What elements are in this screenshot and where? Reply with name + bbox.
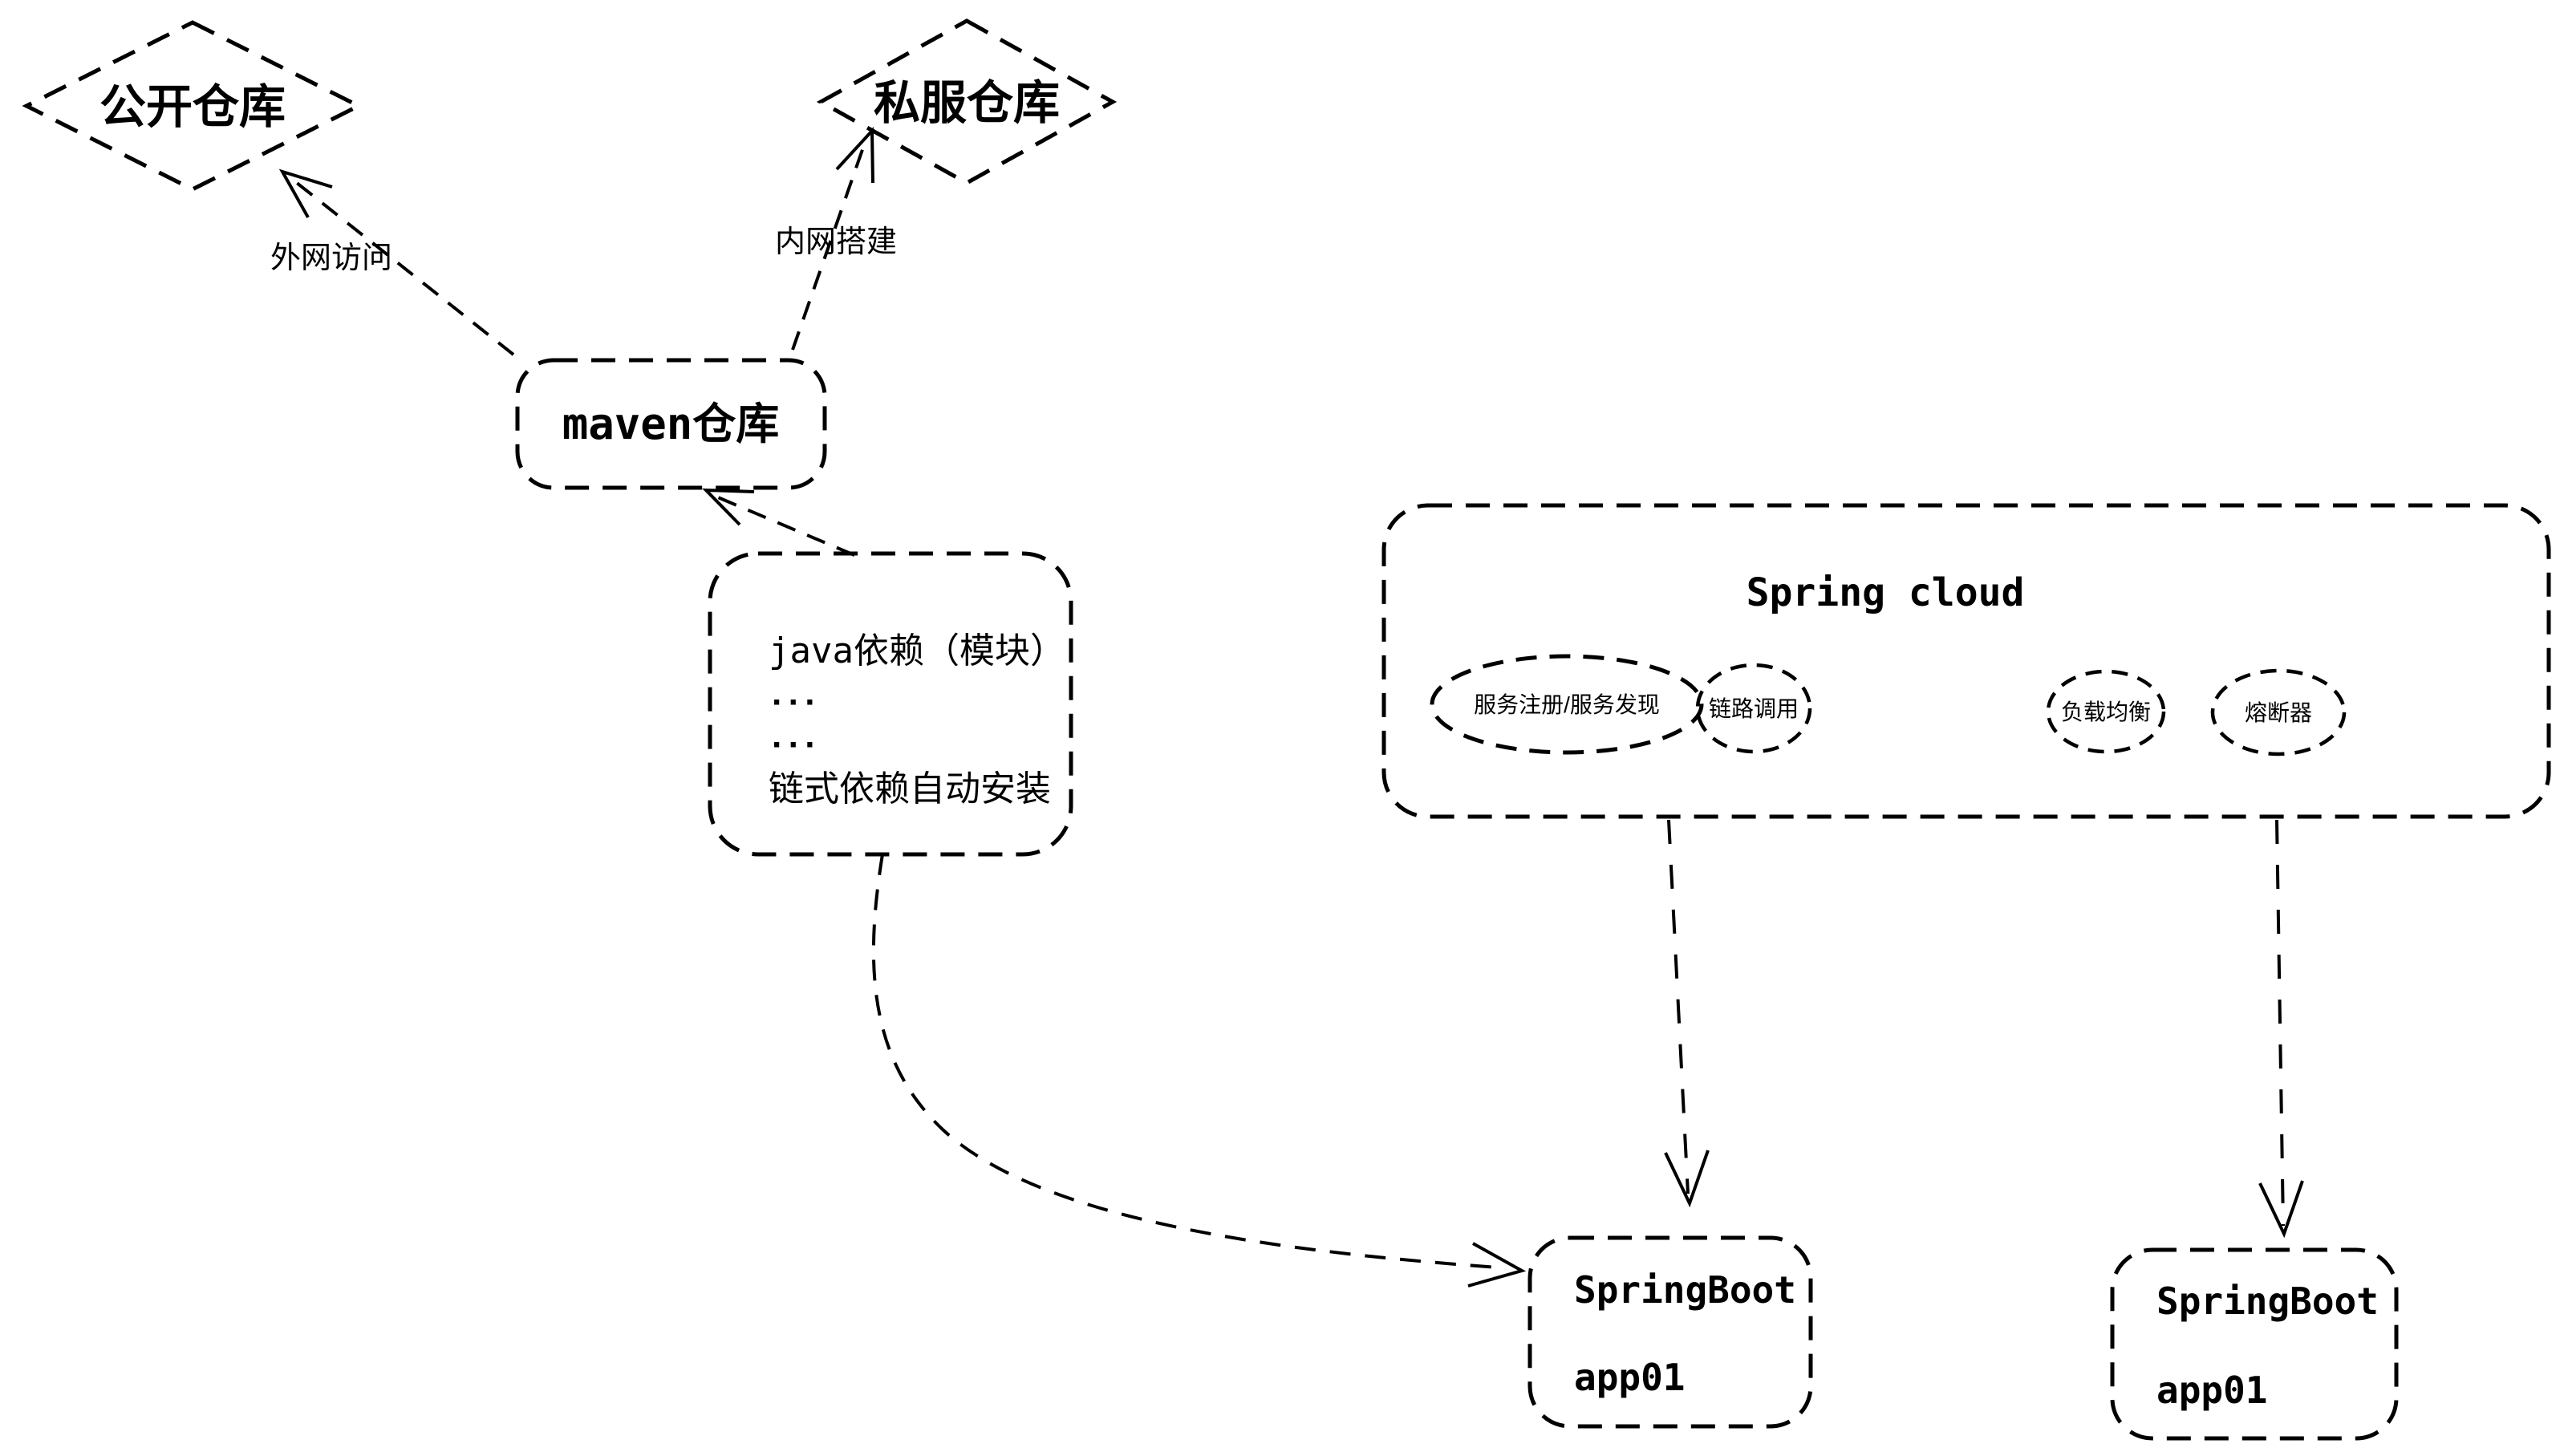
maven-repo-box bbox=[515, 358, 827, 490]
java-deps-line-1: java依赖（模块） bbox=[769, 631, 1065, 671]
edge-maven-to-private bbox=[791, 126, 874, 351]
maven-repo-label: maven仓库 bbox=[562, 399, 780, 449]
edge-java-to-maven bbox=[702, 488, 855, 557]
feature-label-load-balance: 负载均衡 bbox=[2060, 700, 2152, 724]
private-repo-diamond bbox=[816, 18, 1118, 185]
edge-label-external-access: 外网访问 bbox=[270, 241, 393, 275]
edge-springcloud-to-app1 bbox=[1664, 819, 1710, 1208]
feature-ellipse-load-balance bbox=[2046, 669, 2166, 754]
edge-java-to-app1 bbox=[871, 854, 1527, 1288]
public-repo-diamond bbox=[22, 20, 363, 192]
feature-label-circuit-breaker: 熔断器 bbox=[2244, 700, 2313, 725]
springboot-app1-box bbox=[1527, 1235, 1813, 1429]
edge-maven-to-public bbox=[278, 168, 515, 356]
java-deps-box bbox=[708, 551, 1073, 857]
feature-ellipse-chain-call bbox=[1695, 663, 1812, 754]
feature-ellipse-circuit-breaker bbox=[2210, 668, 2347, 756]
spring-cloud-title: Spring cloud bbox=[1746, 570, 2025, 615]
edge-springcloud-to-app2 bbox=[2258, 819, 2304, 1239]
edge-label-internal-setup: 内网搭建 bbox=[774, 225, 898, 259]
feature-label-chain-call: 链路调用 bbox=[1708, 696, 1799, 721]
java-deps-line-4: 链式依赖自动安装 bbox=[769, 769, 1051, 809]
java-deps-line-3: ··· bbox=[772, 725, 822, 765]
java-deps-line-2: ··· bbox=[772, 683, 822, 722]
spring-cloud-box bbox=[1381, 503, 2551, 819]
public-repo-label: 公开仓库 bbox=[99, 81, 286, 133]
springboot-app1-title: SpringBoot bbox=[1574, 1268, 1796, 1312]
feature-ellipse-service-registry bbox=[1430, 654, 1704, 755]
private-repo-label: 私服仓库 bbox=[873, 77, 1061, 129]
springboot-app2-name: app01 bbox=[2156, 1369, 2268, 1412]
springboot-app2-box bbox=[2110, 1247, 2399, 1441]
feature-label-service-registry: 服务注册/服务发现 bbox=[1474, 692, 1660, 717]
springboot-app1-name: app01 bbox=[1574, 1356, 1686, 1399]
springboot-app2-title: SpringBoot bbox=[2156, 1280, 2379, 1323]
